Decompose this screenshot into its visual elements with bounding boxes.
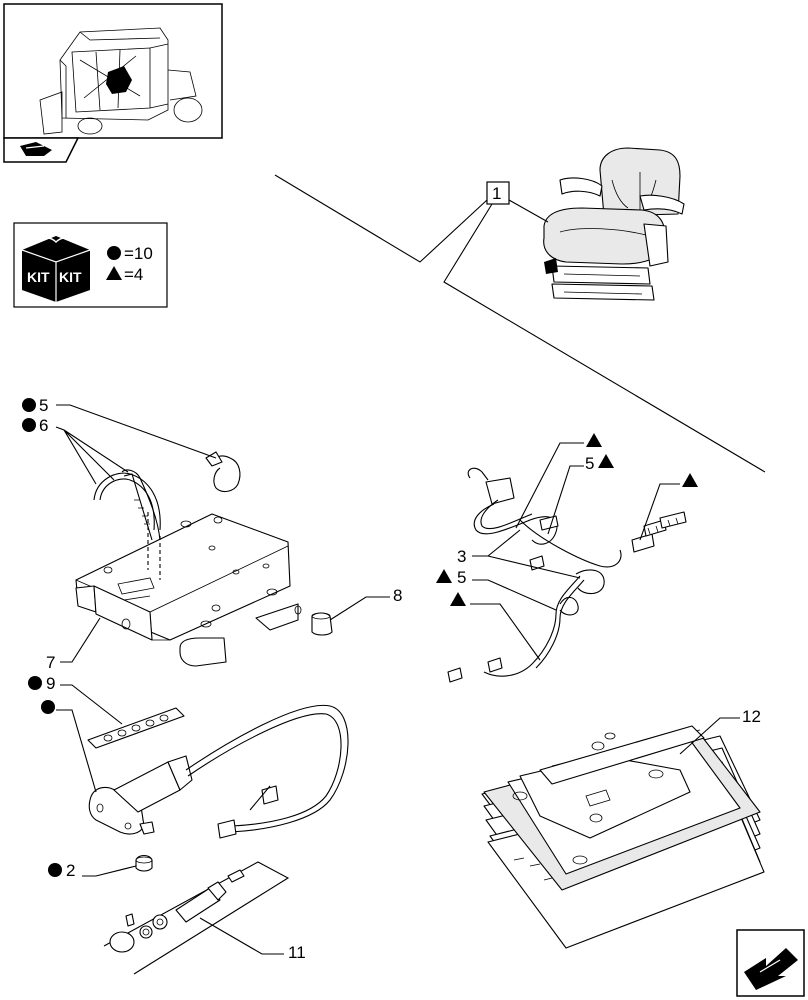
callout-5-strap-clip: 5 bbox=[39, 396, 48, 415]
filled-circle-icon bbox=[22, 398, 36, 412]
filled-triangle-icon bbox=[586, 433, 602, 447]
kit-word-right: KIT bbox=[59, 269, 82, 285]
seat-assembly[interactable] bbox=[543, 147, 685, 301]
strap-clip[interactable] bbox=[205, 451, 241, 493]
seat-straps[interactable] bbox=[93, 469, 161, 580]
fitting[interactable] bbox=[135, 854, 153, 872]
filled-triangle-icon bbox=[598, 454, 614, 468]
wiring-harness[interactable] bbox=[447, 467, 622, 683]
callout-5-wire: 5 bbox=[585, 454, 594, 473]
filled-triangle-icon bbox=[436, 569, 452, 583]
filled-circle-icon bbox=[41, 700, 55, 714]
callout-6: 6 bbox=[39, 416, 48, 435]
tractor-cab-locator-icon bbox=[39, 27, 203, 135]
callout-1: 1 bbox=[492, 184, 501, 203]
back-arrow-icon[interactable] bbox=[3, 137, 80, 163]
next-arrow-icon[interactable] bbox=[736, 929, 805, 997]
filled-circle-icon bbox=[22, 418, 36, 432]
seat-bracket-plate[interactable] bbox=[75, 513, 302, 667]
filled-circle-icon bbox=[107, 246, 121, 260]
circle-kit-quantity: =10 bbox=[124, 244, 153, 263]
filled-circle-icon bbox=[28, 676, 42, 690]
callout-5-harness: 5 bbox=[457, 568, 466, 587]
kit-legend: KIT KIT =10 =4 bbox=[13, 222, 168, 308]
bush[interactable] bbox=[311, 612, 333, 636]
callout-3: 3 bbox=[457, 547, 466, 566]
callout-1-frame bbox=[486, 181, 510, 205]
connector-pieces[interactable] bbox=[631, 511, 687, 553]
switch-kit[interactable] bbox=[103, 861, 290, 975]
label-plate[interactable] bbox=[87, 707, 185, 749]
callout-2: 2 bbox=[66, 861, 75, 880]
filled-triangle-icon bbox=[106, 266, 122, 280]
callout-11: 11 bbox=[288, 943, 306, 962]
filled-circle-icon bbox=[48, 863, 62, 877]
callout-12: 12 bbox=[742, 707, 761, 726]
filled-triangle-icon bbox=[450, 592, 466, 606]
locator-thumbnail[interactable] bbox=[3, 3, 223, 139]
kit-box-icon: KIT KIT bbox=[21, 236, 91, 302]
electric-actuator[interactable] bbox=[88, 704, 349, 839]
triangle-kit-quantity: =4 bbox=[124, 265, 143, 284]
callout-7: 7 bbox=[46, 653, 55, 672]
kit-word-left: KIT bbox=[27, 269, 50, 285]
callout-9: 9 bbox=[46, 674, 55, 693]
filled-triangle-icon bbox=[682, 473, 698, 487]
callout-8: 8 bbox=[393, 586, 402, 605]
seat-bellows[interactable] bbox=[481, 725, 765, 949]
